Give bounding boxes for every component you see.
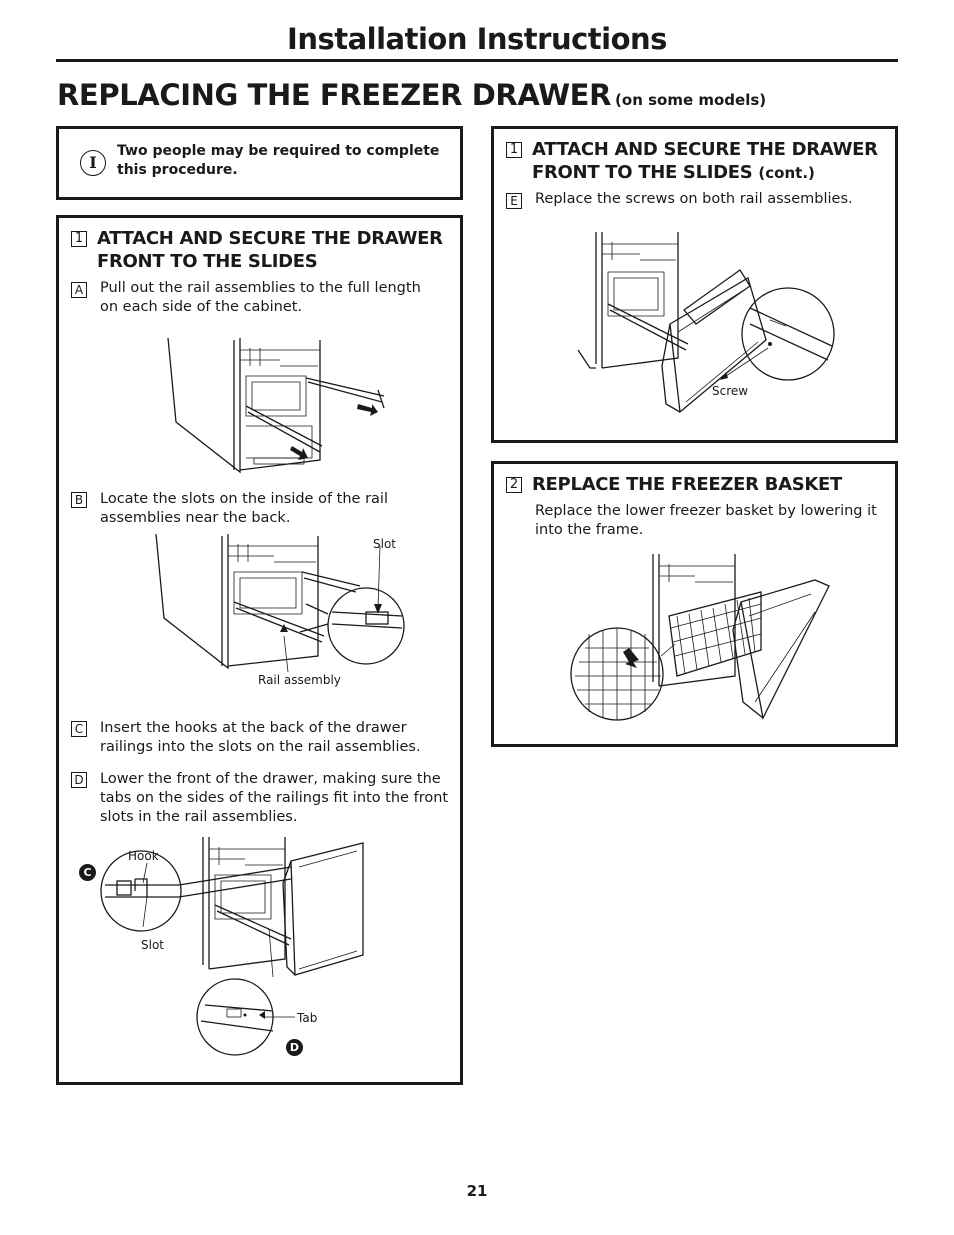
note-text: Two people may be required to complete t… xyxy=(117,143,440,178)
section-title: REPLACING THE FREEZER DRAWER(on some mod… xyxy=(57,78,766,112)
step-letter-c: C xyxy=(71,721,87,737)
label-slot: Slot xyxy=(373,537,396,551)
page-number: 21 xyxy=(466,1182,488,1200)
callout-c-badge: C xyxy=(79,864,96,881)
step-text-c: Insert the hooks at the back of the draw… xyxy=(100,720,421,755)
page-header-title: Installation Instructions xyxy=(287,22,667,56)
illustration-replace-screws xyxy=(577,232,835,414)
label-tab: Tab xyxy=(297,1011,318,1025)
step-title: REPLACE THE FREEZER BASKET xyxy=(532,474,842,495)
step-title-line1: ATTACH AND SECURE THE DRAWER xyxy=(97,228,443,249)
step-text-e: Replace the screws on both rail assembli… xyxy=(535,191,853,207)
section-subtitle: (on some models) xyxy=(615,91,767,109)
step-title-line1: ATTACH AND SECURE THE DRAWER xyxy=(532,139,878,160)
header-divider xyxy=(56,59,898,62)
step-letter-a: A xyxy=(71,282,87,298)
right-step1-box xyxy=(491,126,898,443)
label-rail-assembly: Rail assembly xyxy=(258,673,341,687)
step-title: ATTACH AND SECURE THE DRAWER FRONT TO TH… xyxy=(97,227,457,273)
illustration-replace-basket xyxy=(570,554,830,721)
label-screw: Screw xyxy=(712,384,749,398)
step-letter-b: B xyxy=(71,492,87,508)
left-step-box xyxy=(56,215,463,1085)
step-text-b: Locate the slots on the inside of the ra… xyxy=(100,491,388,526)
step-title-line2: FRONT TO THE SLIDES xyxy=(97,251,318,272)
right-step2-box xyxy=(491,461,898,747)
note-box xyxy=(56,126,463,200)
info-icon: I xyxy=(80,150,106,176)
step-title-line2-text: FRONT TO THE SLIDES xyxy=(532,162,753,183)
illustration-locate-slots xyxy=(155,533,405,673)
step-number: 1 xyxy=(71,231,87,247)
step-text: Replace the lower freezer basket by lowe… xyxy=(535,503,877,538)
step-letter-e: E xyxy=(506,193,522,209)
illustration-pull-rails xyxy=(167,337,385,474)
label-hook: Hook xyxy=(128,849,159,863)
section-title-text: REPLACING THE FREEZER DRAWER xyxy=(57,78,612,112)
callout-d-badge: D xyxy=(286,1039,303,1056)
step-letter-d: D xyxy=(71,772,87,788)
illustration-insert-hooks-lower-front xyxy=(100,837,364,1056)
step-number: 1 xyxy=(506,142,522,158)
step-text-d: Lower the front of the drawer, making su… xyxy=(100,771,449,825)
step-number: 2 xyxy=(506,477,522,493)
label-slot-lower: Slot xyxy=(141,938,164,952)
step-title-line2: FRONT TO THE SLIDES (cont.) xyxy=(532,161,892,185)
step-title-cont-label: (cont.) xyxy=(758,164,815,182)
step-text-a: Pull out the rail assemblies to the full… xyxy=(100,280,421,315)
step-title-cont: ATTACH AND SECURE THE DRAWER FRONT TO TH… xyxy=(532,138,892,185)
